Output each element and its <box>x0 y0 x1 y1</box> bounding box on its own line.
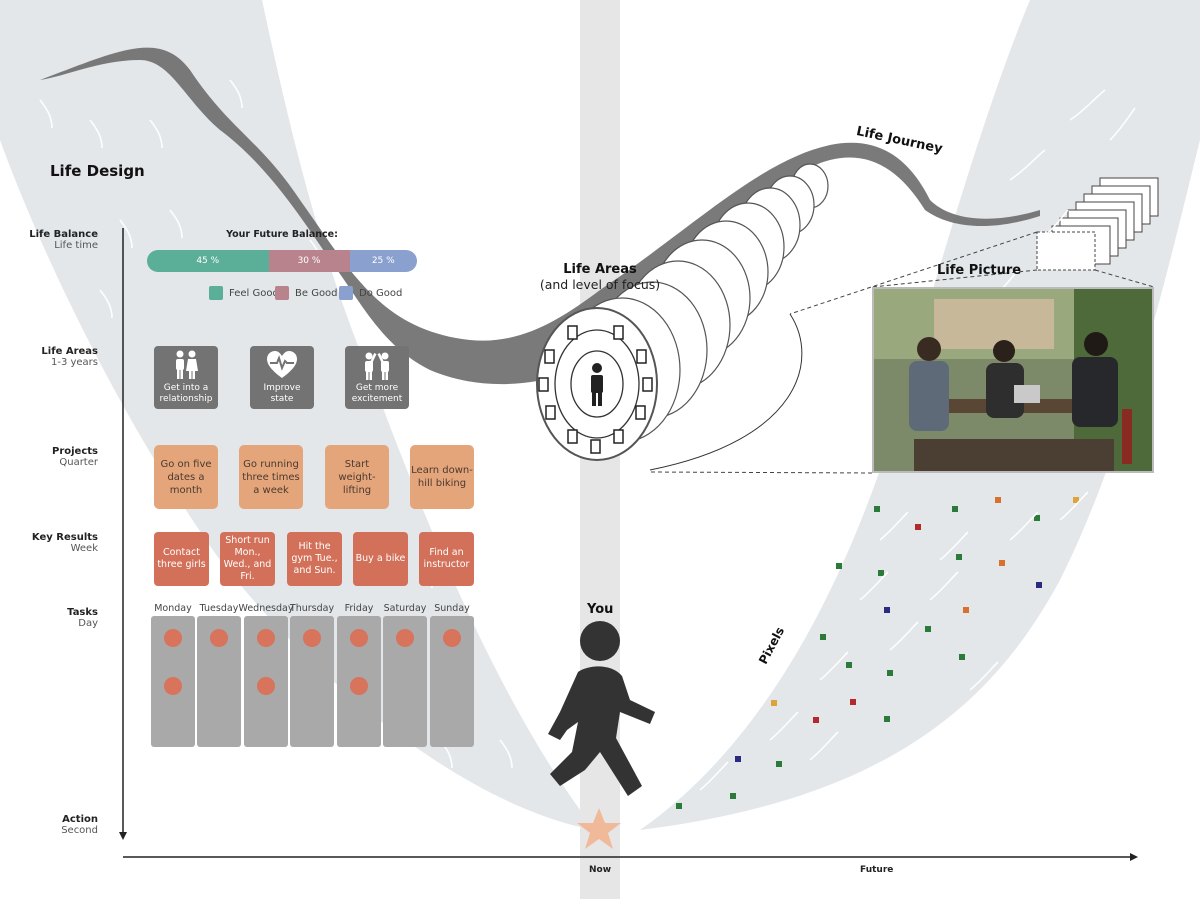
day-column <box>290 616 334 747</box>
day-column <box>244 616 288 747</box>
project-card: Learn down-hill biking <box>410 445 474 509</box>
life-picture-frames <box>1036 177 1159 271</box>
day-label: Friday <box>344 603 374 614</box>
level-title: Life Balance <box>29 229 98 240</box>
legend-swatch <box>275 286 289 300</box>
balance-segment: 30 % <box>268 250 350 272</box>
balance-legend-item: Feel Good <box>209 286 279 300</box>
focus-bracket <box>649 313 803 471</box>
now-axis-label: Now <box>589 865 612 875</box>
life-areas-label: Life Areas (and level of focus) <box>520 262 680 292</box>
future-balance-title: Your Future Balance: <box>226 229 338 240</box>
task-dot <box>257 629 275 647</box>
balance-legend-item: Do Good <box>339 286 402 300</box>
project-card: Go running three times a week <box>239 445 303 509</box>
key-result-card: Find an instructor <box>419 532 474 586</box>
flow-arrows <box>699 89 1136 791</box>
day-column <box>430 616 474 747</box>
now-star <box>577 808 621 849</box>
horizontal-axis-arrow <box>1130 853 1138 861</box>
day-label: Wednesday <box>238 603 294 614</box>
task-dot <box>443 629 461 647</box>
life-picture-photo <box>872 287 1154 473</box>
day-column <box>337 616 381 747</box>
balance-legend-item: Be Good <box>275 286 338 300</box>
level-timeframe: Quarter <box>59 457 98 468</box>
level-title: Life Areas <box>41 346 98 357</box>
legend-swatch <box>209 286 223 300</box>
key-result-card: Buy a bike <box>353 532 408 586</box>
level-timeframe: Week <box>70 543 98 554</box>
project-card: Start weight-lifting <box>325 445 389 509</box>
legend-label: Do Good <box>359 287 403 299</box>
task-dot <box>350 677 368 695</box>
front-disc-ring <box>554 329 640 439</box>
life-area-card: Improve state <box>250 346 314 409</box>
key-result-card: Hit the gym Tue., and Sun. <box>287 532 342 586</box>
life-area-label: Get more excitement <box>351 383 403 404</box>
balance-segment: 25 % <box>349 250 417 272</box>
key-result-card: Short run Mon., Wed., and Fri. <box>220 532 275 586</box>
life-area-label: Get into a relationship <box>159 383 213 404</box>
life-areas-subtitle: (and level of focus) <box>539 277 661 292</box>
future-axis-label: Future <box>860 865 894 875</box>
project-card: Go on five dates a month <box>154 445 218 509</box>
day-column <box>151 616 195 747</box>
life-picture-heading: Life Picture <box>937 263 1022 278</box>
cafe-scene-image <box>874 289 1152 471</box>
projection-lines <box>649 231 1155 474</box>
balance-segment: 45 % <box>147 250 269 272</box>
you-heading: You <box>587 602 614 617</box>
pixel-dots <box>676 497 1079 809</box>
task-dot <box>210 629 228 647</box>
level-timeframe: Day <box>78 618 98 629</box>
level-title: Action <box>62 814 98 825</box>
task-dot <box>164 677 182 695</box>
day-label: Monday <box>154 603 192 614</box>
person-center-icon <box>591 363 603 406</box>
level-timeframe: 1-3 years <box>50 357 98 368</box>
day-column <box>383 616 427 747</box>
life-area-label: Improve state <box>263 383 301 404</box>
life-area-card: Get into a relationship <box>154 346 218 409</box>
day-label: Sunday <box>434 603 470 614</box>
task-dot <box>303 629 321 647</box>
you-walking-figure <box>548 621 655 796</box>
task-dot <box>257 677 275 695</box>
task-dot <box>350 629 368 647</box>
level-timeframe: Second <box>61 825 98 836</box>
level-title: Key Results <box>31 532 98 543</box>
day-label: Saturday <box>383 603 427 614</box>
legend-swatch <box>339 286 353 300</box>
disc-slots <box>538 325 653 454</box>
level-title: Tasks <box>67 607 98 618</box>
legend-label: Feel Good <box>229 287 279 299</box>
life-area-card: Get more excitement <box>345 346 409 409</box>
task-dot <box>164 629 182 647</box>
task-dot <box>396 629 414 647</box>
level-title: Projects <box>51 446 98 457</box>
day-column <box>197 616 241 747</box>
level-timeframe: Life time <box>54 240 98 251</box>
life-area-discs <box>536 163 829 461</box>
day-label: Thursday <box>289 603 335 614</box>
life-design-heading: Life Design <box>50 162 145 180</box>
legend-label: Be Good <box>295 287 338 299</box>
key-result-card: Contact three girls <box>154 532 209 586</box>
vertical-axis-arrow <box>119 832 127 840</box>
life-areas-title: Life Areas <box>563 262 637 277</box>
day-label: Tuesday <box>199 603 239 614</box>
